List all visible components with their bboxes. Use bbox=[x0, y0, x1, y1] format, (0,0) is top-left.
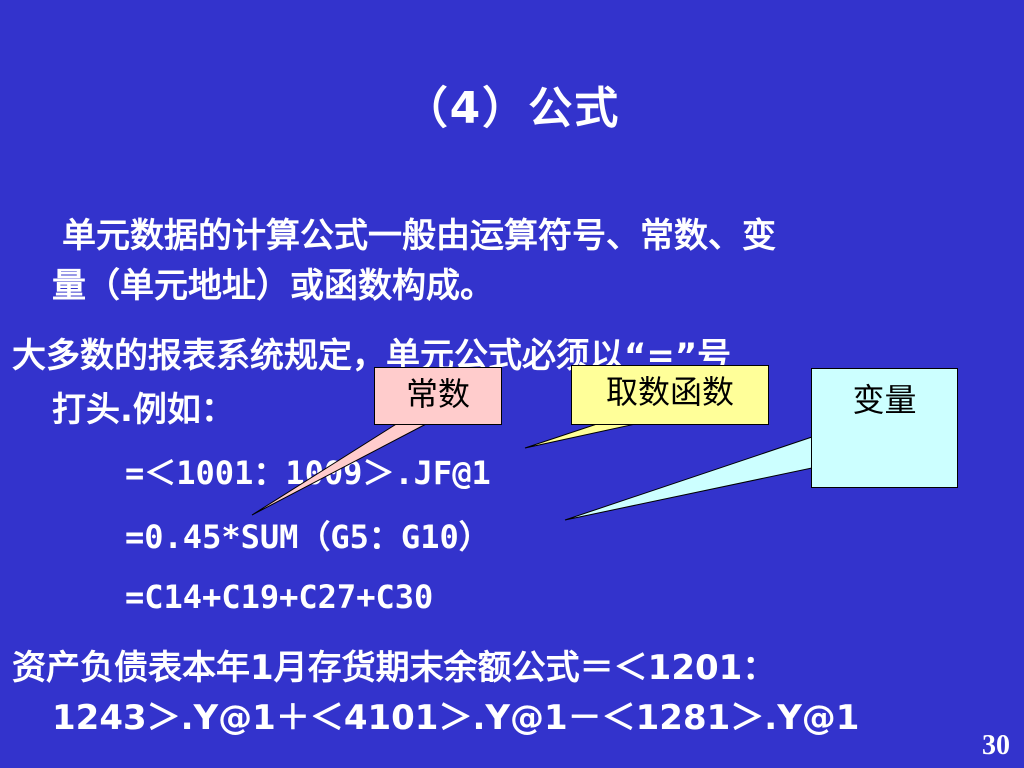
variable-callout-pointer bbox=[564, 436, 813, 521]
formula-2: =0.45*SUM（G5：G10） bbox=[125, 518, 491, 556]
paragraph-1-line-2: 量（单元地址）或函数构成。 bbox=[52, 266, 494, 306]
function-callout-pointer bbox=[524, 422, 641, 449]
slide-title: （4）公式 bbox=[403, 83, 621, 134]
paragraph-3-line-1: 资产负债表本年1月存货期末余额公式＝＜1201： bbox=[12, 648, 777, 688]
variable-callout: 变量 bbox=[811, 368, 958, 488]
page-number: 30 bbox=[982, 730, 1010, 761]
paragraph-2-line-2: 打头.例如： bbox=[52, 390, 235, 430]
function-callout: 取数函数 bbox=[571, 365, 769, 425]
constant-callout-pointer bbox=[251, 422, 429, 516]
paragraph-1-line-1: 单元数据的计算公式一般由运算符号、常数、变 bbox=[62, 216, 776, 256]
paragraph-3-line-2: 1243＞.Y@1＋＜4101＞.Y@1－＜1281＞.Y@1 bbox=[52, 698, 860, 738]
formula-3: =C14+C19+C27+C30 bbox=[125, 578, 434, 616]
constant-callout: 常数 bbox=[374, 367, 502, 425]
